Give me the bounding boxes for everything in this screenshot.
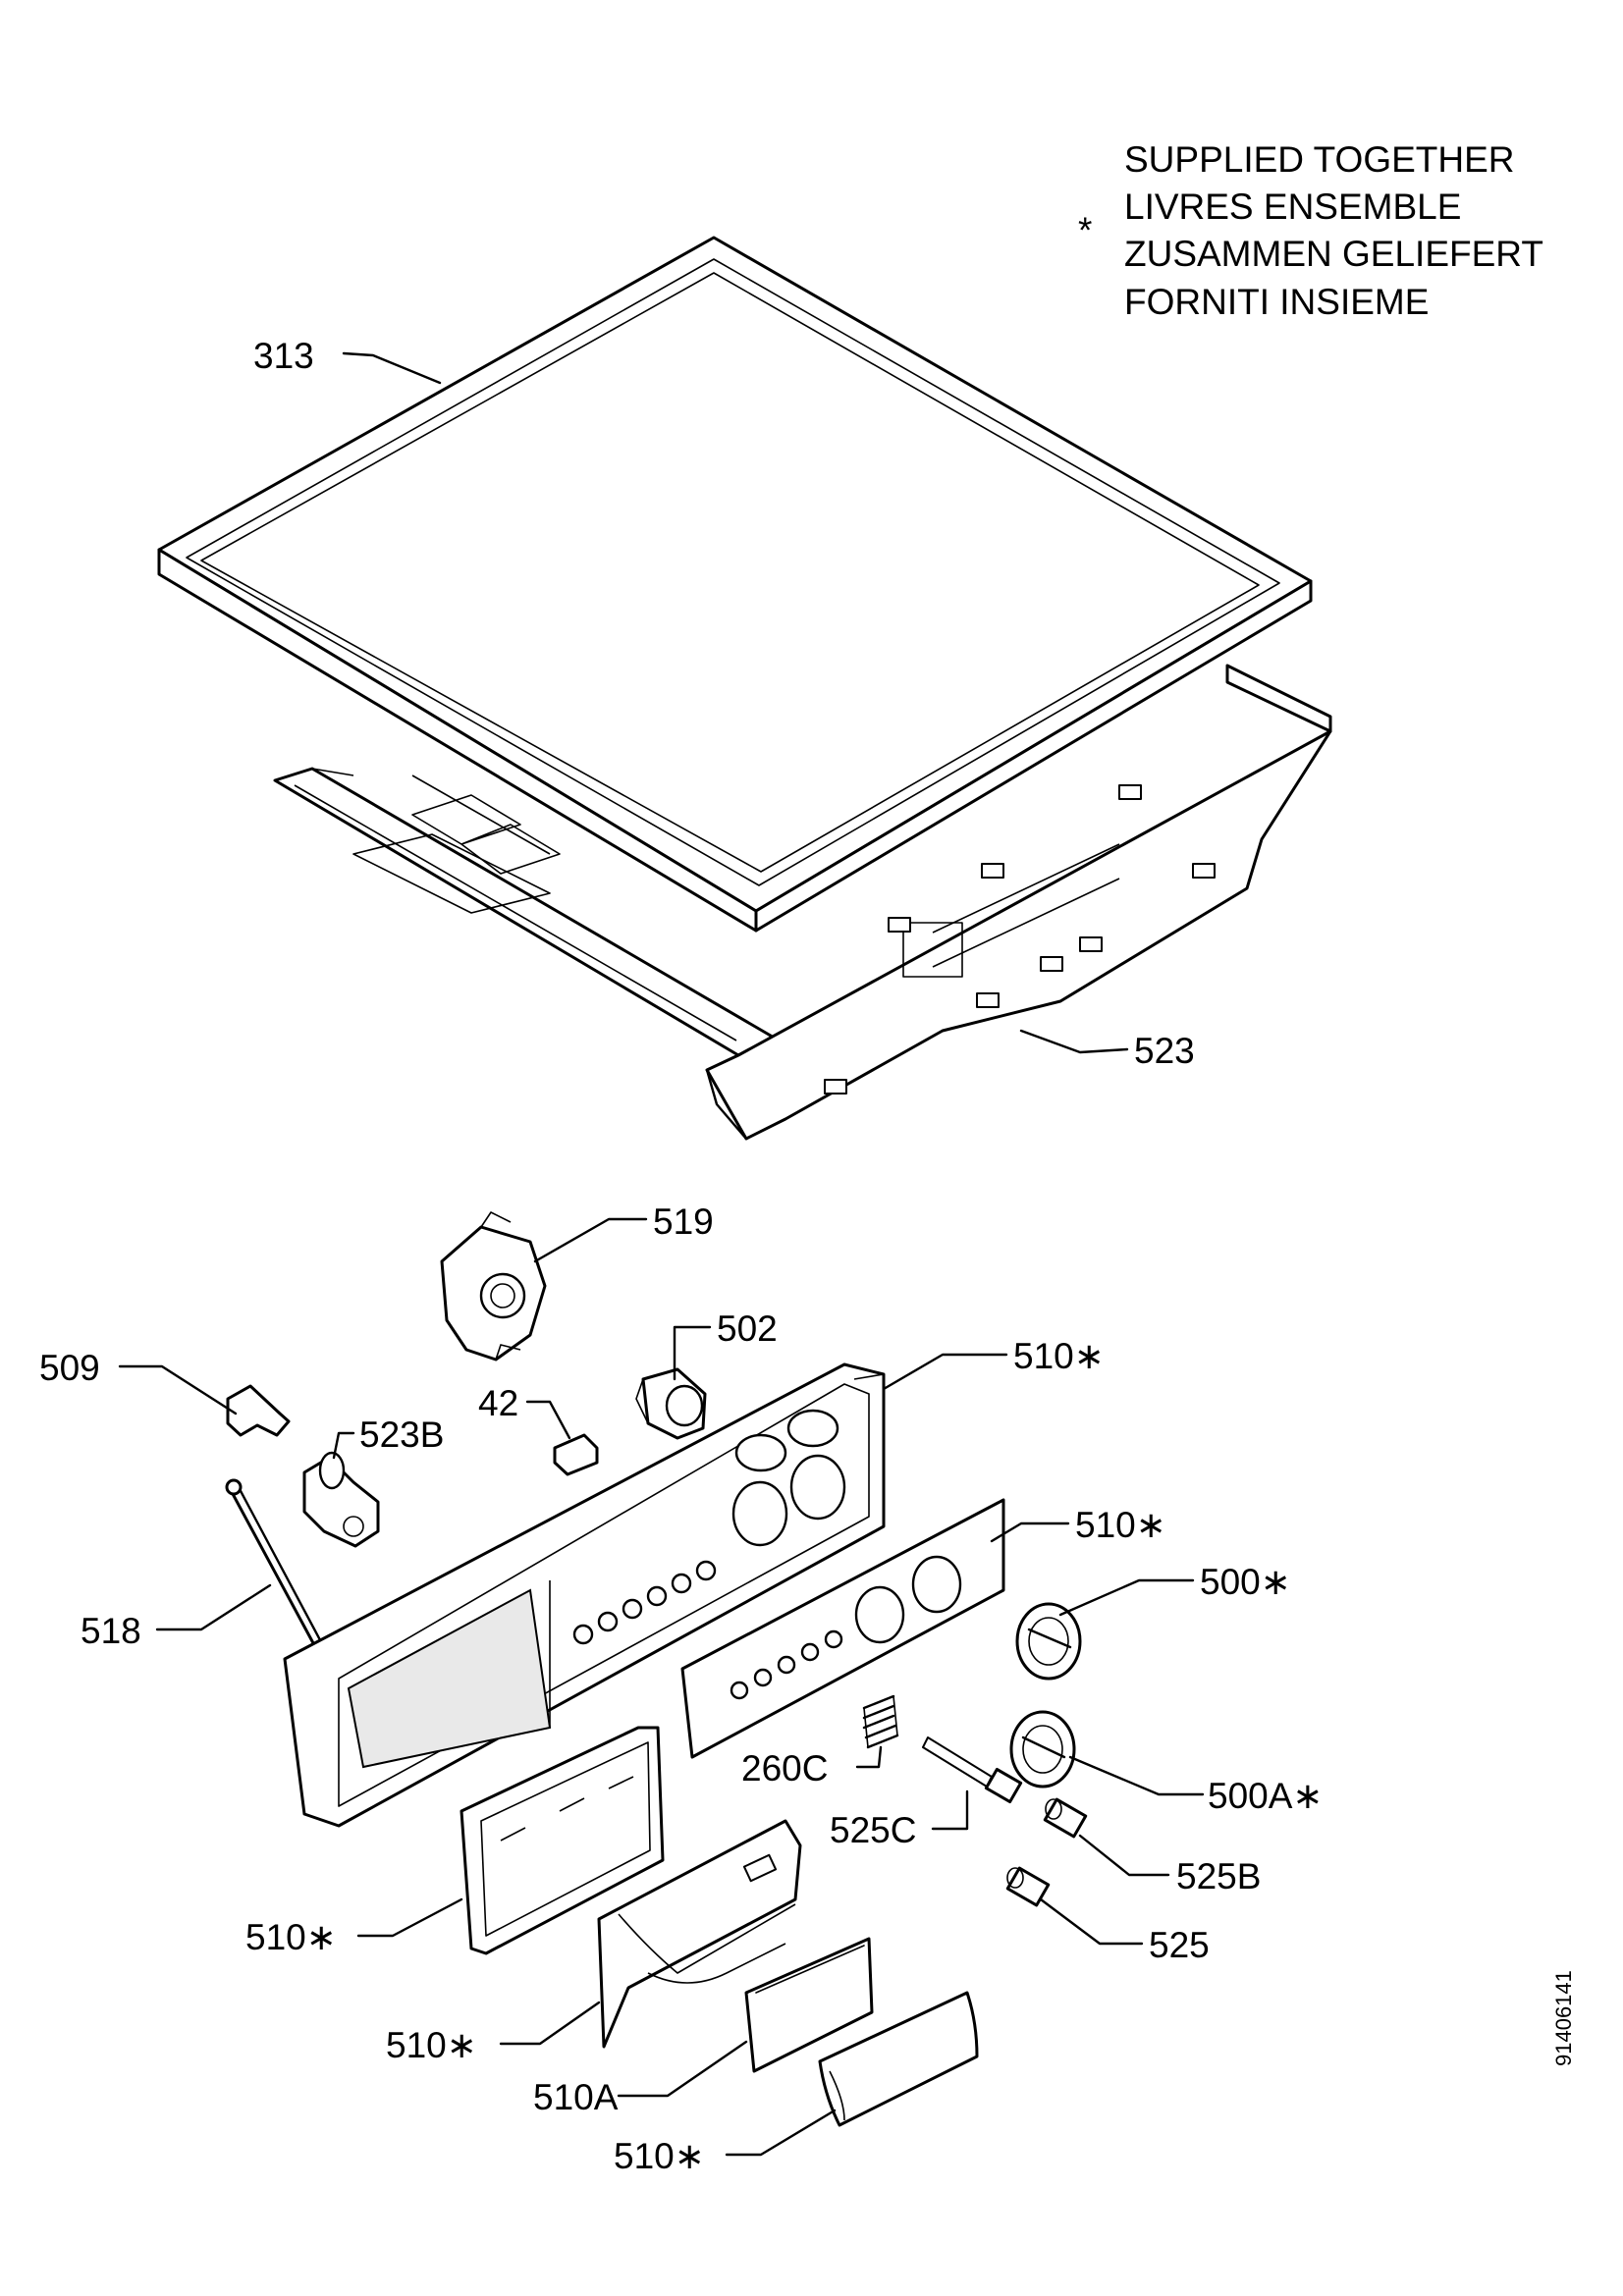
shaft-525c xyxy=(922,1736,1023,1804)
label-523: 523 xyxy=(1134,1031,1195,1071)
label-525: 525 xyxy=(1149,1925,1210,1965)
label-510-top: 510∗ xyxy=(1013,1336,1105,1376)
leader-lines xyxy=(118,351,1205,2157)
label-510-left: 510∗ xyxy=(245,1917,337,1957)
part-509 xyxy=(226,1384,291,1437)
legend-line-it: FORNITI INSIEME xyxy=(1124,282,1429,322)
legend-line-de: ZUSAMMEN GELIEFERT xyxy=(1124,234,1543,274)
label-510-bottom: 510∗ xyxy=(614,2136,705,2176)
top-lid xyxy=(157,236,1313,933)
knob-500a xyxy=(1009,1710,1076,1789)
label-502: 502 xyxy=(717,1308,778,1349)
spring-260c xyxy=(862,1694,899,1749)
part-525b xyxy=(1043,1797,1088,1839)
legend-line-en: SUPPLIED TOGETHER xyxy=(1124,139,1515,180)
part-525 xyxy=(1005,1866,1051,1907)
label-42: 42 xyxy=(478,1383,518,1423)
part-518 xyxy=(225,1478,328,1656)
label-519: 519 xyxy=(653,1201,714,1242)
insert-510a xyxy=(744,1937,874,2073)
label-525c: 525C xyxy=(830,1810,916,1850)
callout-labels: 313 523 519 502 509 42 523B 510∗ 510∗ 50… xyxy=(39,336,1323,2176)
document-number: 91406141 xyxy=(1551,1970,1576,2066)
part-519 xyxy=(440,1211,547,1362)
label-518: 518 xyxy=(81,1611,141,1651)
label-313: 313 xyxy=(253,336,314,376)
label-500: 500∗ xyxy=(1200,1562,1291,1602)
drawer-front xyxy=(460,1726,665,1955)
label-510-mid: 510∗ xyxy=(1075,1505,1166,1545)
part-523b xyxy=(302,1451,380,1548)
label-509: 509 xyxy=(39,1348,100,1388)
legend: * SUPPLIED TOGETHER LIVRES ENSEMBLE ZUSA… xyxy=(1078,139,1543,322)
panel-frame xyxy=(273,664,1332,1141)
label-500a: 500A∗ xyxy=(1208,1776,1323,1816)
fascia-plate xyxy=(680,1498,1005,1759)
legend-line-fr: LIVRES ENSEMBLE xyxy=(1124,187,1461,227)
fascia-main xyxy=(283,1362,886,1828)
label-525b: 525B xyxy=(1176,1856,1261,1896)
knob-500 xyxy=(1015,1602,1082,1681)
label-260c: 260C xyxy=(741,1748,828,1789)
part-502 xyxy=(635,1367,707,1440)
bottom-handle xyxy=(818,1991,979,2127)
curved-cover xyxy=(597,1819,802,2049)
legend-asterisk: * xyxy=(1078,210,1092,250)
label-523b: 523B xyxy=(359,1415,444,1455)
label-510a: 510A xyxy=(533,2077,619,2117)
part-42 xyxy=(553,1433,599,1476)
label-510-lower: 510∗ xyxy=(386,2025,477,2065)
